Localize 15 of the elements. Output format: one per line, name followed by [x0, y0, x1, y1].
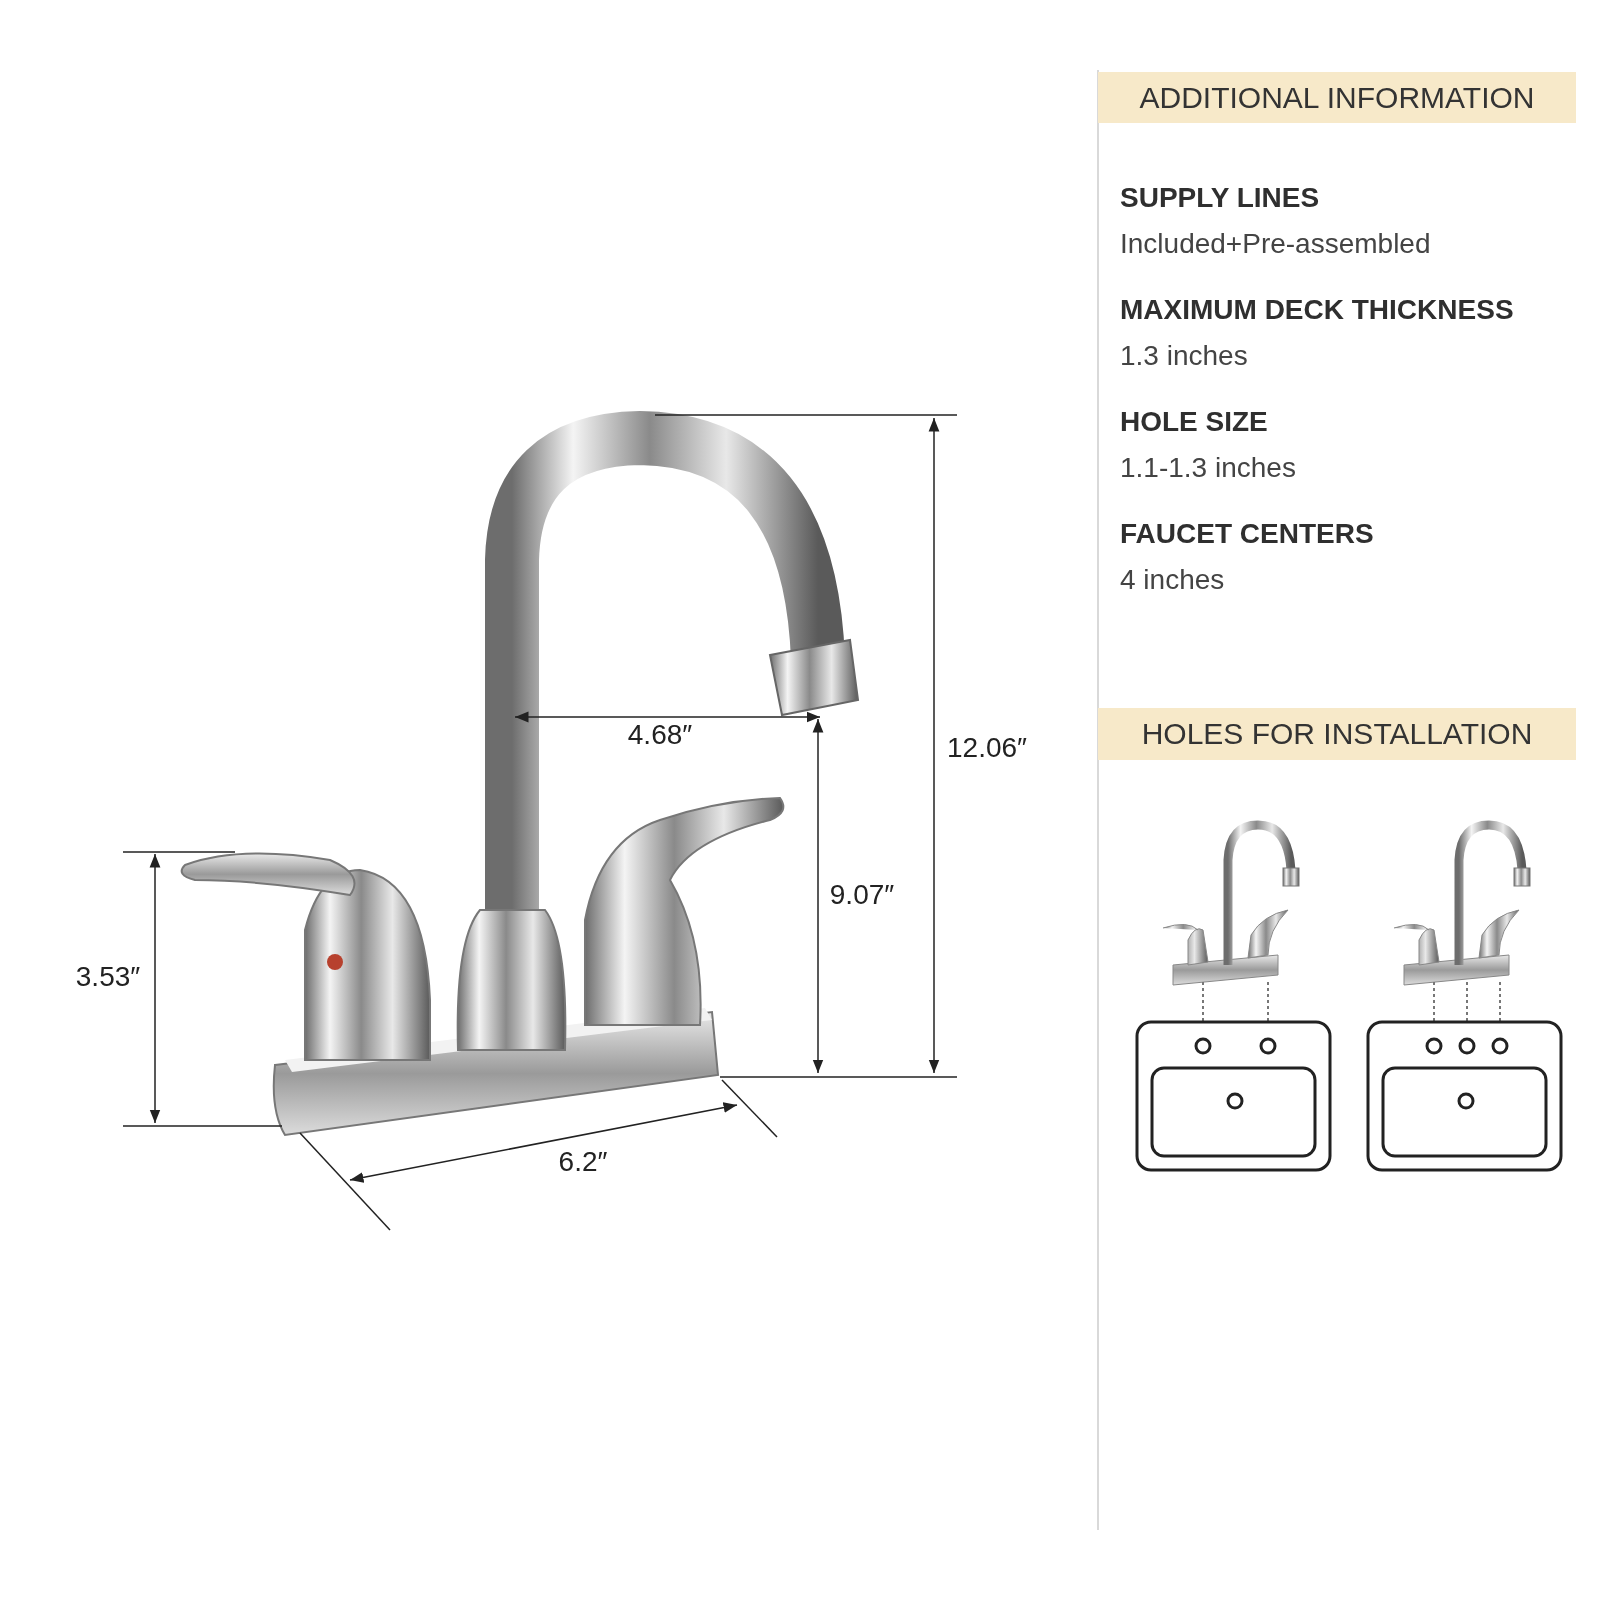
spec-value: 4 inches [1120, 564, 1225, 596]
spec-heading: SUPPLY LINES [1120, 182, 1320, 214]
dimension-label: 9.07″ [829, 879, 895, 911]
dimension-label: 4.68″ [627, 719, 693, 751]
section-header-band: ADDITIONAL INFORMATION [1098, 72, 1576, 123]
dimension-label: 12.06″ [947, 732, 1027, 764]
spec-value: Included+Pre-assembled [1120, 228, 1431, 260]
spec-heading: MAXIMUM DECK THICKNESS [1120, 294, 1514, 326]
section-header-band: HOLES FOR INSTALLATION [1098, 708, 1576, 760]
dimension-label: 3.53″ [75, 961, 141, 993]
spec-value: 1.3 inches [1120, 340, 1248, 372]
dimension-label: 6.2″ [558, 1146, 608, 1178]
spec-heading: HOLE SIZE [1120, 406, 1268, 438]
spec-heading: FAUCET CENTERS [1120, 518, 1374, 550]
spec-value: 1.1-1.3 inches [1120, 452, 1296, 484]
